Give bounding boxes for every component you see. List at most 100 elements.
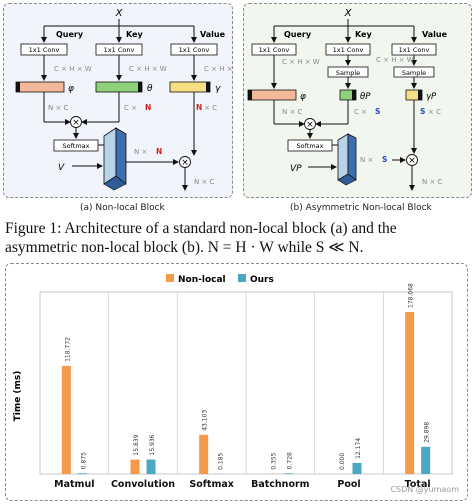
theta-p-shape-s: S [375, 107, 380, 116]
legend-swatch-non-local [166, 274, 174, 282]
value-sample-label: Sample [402, 69, 426, 77]
attention-shape-prefix: N × [134, 148, 147, 156]
query-shape-chw: C × H × W [282, 58, 320, 66]
timing-bar-chart: Non-local Ours Time (ms) 118.772 0.875Mat… [13, 274, 453, 490]
value-label: Value [422, 30, 448, 39]
softmax-label: Softmax [63, 142, 90, 150]
value-label: Value [200, 30, 226, 39]
gamma-shape-n: N [196, 103, 202, 112]
theta-tensor [95, 81, 143, 93]
bar-label-non-local-pool: 0.000 [339, 453, 346, 470]
input-x-label: X [344, 8, 353, 19]
theta-p-shape-prefix: C × [354, 108, 367, 116]
query-conv-label: 1x1 Conv [29, 46, 60, 54]
key-label: Key [126, 30, 143, 39]
gamma-label: γ [215, 84, 221, 94]
bar-ours-convolution [146, 459, 156, 474]
bar-label-ours-convolution: 15.936 [149, 434, 156, 455]
bar-label-non-local-softmax: 43.103 [202, 410, 209, 431]
key-conv-label: 1x1 Conv [104, 46, 135, 54]
attention-map-side [337, 133, 349, 181]
softmax-label: Softmax [297, 142, 324, 150]
matmul-node-1-symbol: × [72, 118, 80, 128]
bar-label-non-local-matmul: 118.772 [64, 337, 71, 362]
phi-tensor [15, 81, 65, 93]
bar-label-non-local-convolution: 15.839 [133, 434, 140, 455]
category-label-pool: Pool [337, 479, 360, 490]
input-x-label: X [115, 8, 124, 19]
attention-map-side [103, 127, 117, 185]
key-conv-label: 1x1 Conv [333, 46, 364, 54]
matmul-node-2-symbol: × [408, 156, 416, 166]
bar-label-ours-pool: 12.174 [355, 438, 362, 459]
output-shape: N × C [194, 178, 215, 186]
matmul-node-2 [179, 156, 191, 168]
value-shape-chw: C × H × W [376, 56, 414, 64]
bar-ours-batchnorm [283, 473, 293, 474]
query-label: Query [284, 30, 312, 39]
legend-swatch-ours [238, 274, 246, 282]
attention-shape-n: N [156, 147, 162, 156]
bar-ours-pool [352, 462, 362, 474]
matmul-node-1-symbol: × [306, 120, 314, 130]
attention-shape-prefix: N × [360, 156, 373, 164]
value-conv-label: 1x1 Conv [399, 46, 430, 54]
matmul-node-2 [406, 154, 418, 166]
bar-non-local-convolution [130, 459, 140, 474]
vp-label: VP [290, 164, 302, 174]
theta-p-label: θP [360, 92, 371, 102]
bar-ours-matmul [77, 473, 87, 474]
bar-label-ours-total: 29.898 [424, 422, 431, 443]
figure-caption: Figure 1: Architecture of a standard non… [5, 220, 397, 256]
category-label-softmax: Softmax [189, 479, 233, 490]
bar-label-non-local-total: 178.068 [408, 283, 415, 308]
bar-ours-total [421, 446, 431, 474]
category-label-matmul: Matmul [54, 479, 94, 490]
phi-shape-nc: N × C [282, 108, 303, 116]
gamma-p-shape-suffix: × C [428, 108, 441, 116]
theta-shape-prefix: C × [124, 104, 137, 112]
legend-label-ours: Ours [250, 275, 274, 285]
category-label-total: Total [405, 479, 431, 490]
key-label: Key [355, 30, 372, 39]
y-axis-label: Time (ms) [13, 371, 23, 422]
watermark: CSDN @yumaom [390, 485, 459, 494]
query-label: Query [56, 30, 84, 39]
legend-label-non-local: Non-local [178, 275, 226, 285]
matmul-node-1 [70, 116, 82, 128]
asymmetric-non-local-block-diagram: X Query Key Value 1x1 Conv 1x1 Conv 1x1 … [247, 8, 448, 191]
non-local-block-diagram: X Query Key Value 1x1 Conv 1x1 Conv 1x1 … [15, 8, 242, 191]
asymmetric-non-local-block-panel: X Query Key Value 1x1 Conv 1x1 Conv 1x1 … [243, 3, 472, 198]
attention-shape-s: S [382, 155, 387, 164]
output-shape: N × C [422, 178, 443, 186]
attention-map-front [115, 127, 127, 185]
phi-shape-nc: N × C [48, 104, 69, 112]
bar-label-ours-batchnorm: 0.728 [286, 452, 293, 469]
bar-label-non-local-batchnorm: 0.355 [270, 452, 277, 469]
bar-label-ours-matmul: 0.875 [80, 452, 87, 469]
theta-label: θ [147, 84, 153, 94]
chart-legend: Non-local Ours [166, 274, 274, 285]
category-label-batchnorm: Batchnorm [251, 479, 310, 490]
bar-label-ours-softmax: 0.185 [218, 452, 225, 469]
non-local-block-caption: (a) Non-local Block [80, 203, 165, 213]
asymmetric-non-local-block-caption: (b) Asymmetric Non-local Block [290, 203, 432, 213]
attention-map-front [347, 133, 357, 181]
non-local-block-panel: X Query Key Value 1x1 Conv 1x1 Conv 1x1 … [3, 3, 242, 198]
query-conv-label: 1x1 Conv [259, 46, 290, 54]
phi-label: φ [68, 84, 74, 94]
phi-tensor [247, 89, 297, 101]
key-sample-label: Sample [336, 69, 360, 77]
bar-non-local-matmul [61, 365, 71, 474]
bar-non-local-softmax [199, 434, 209, 474]
matmul-node-1 [304, 118, 316, 130]
bar-non-local-total [405, 311, 415, 474]
gamma-p-label: γP [426, 92, 437, 102]
theta-shape-n: N [145, 103, 151, 112]
matmul-node-2-symbol: × [181, 158, 189, 168]
value-shape-chw: C × H × W [204, 65, 234, 73]
value-conv-label: 1x1 Conv [179, 46, 210, 54]
query-shape-chw: C × H × W [54, 65, 92, 73]
